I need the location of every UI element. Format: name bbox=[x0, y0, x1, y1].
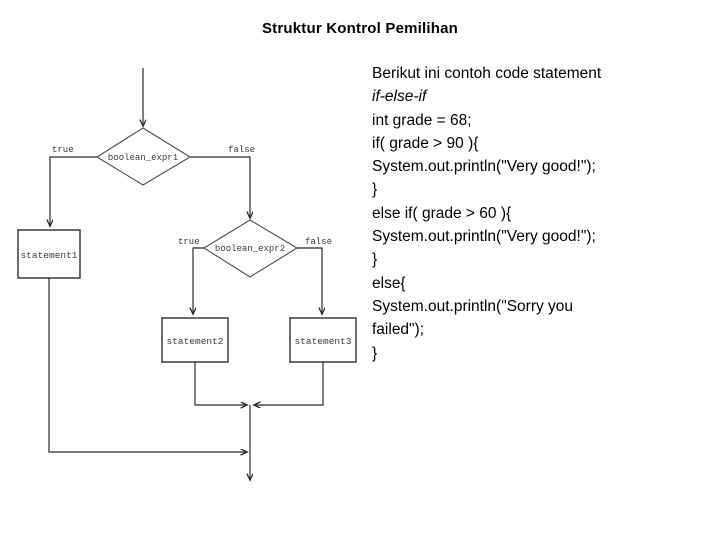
code-text-block: Berikut ini contoh code statement if-els… bbox=[372, 62, 704, 365]
connector-d1-false bbox=[190, 156, 250, 218]
decision1-diamond bbox=[95, 127, 192, 186]
code-line: if( grade > 90 ){ bbox=[372, 134, 479, 152]
page-title: Struktur Kontrol Pemilihan bbox=[261, 20, 459, 37]
connector-process1-out bbox=[48, 278, 247, 452]
code-line: System.out.println("Sorry you bbox=[372, 297, 574, 315]
decision2-label: boolean_expr2 bbox=[215, 244, 285, 254]
code-line: } bbox=[372, 181, 378, 199]
flowchart-diagram: boolean_expr1 true statement1 false bool… bbox=[0, 48, 370, 498]
code-line: System.out.println("Very good!"); bbox=[372, 228, 596, 246]
connector-process2-out bbox=[194, 362, 247, 405]
process3-label: statement3 bbox=[294, 336, 351, 347]
decision1-true-label: true bbox=[52, 145, 74, 155]
code-line: else if( grade > 60 ){ bbox=[372, 204, 512, 222]
process1-box bbox=[17, 229, 81, 279]
decision2-false-label: false bbox=[305, 237, 332, 247]
connector-d2-false bbox=[297, 247, 322, 314]
connector-d2-true bbox=[193, 247, 204, 314]
decision2-diamond bbox=[202, 219, 299, 278]
decision1-label: boolean_expr1 bbox=[108, 153, 178, 163]
code-line: if-else-if bbox=[372, 88, 427, 106]
connector-process3-out bbox=[254, 362, 324, 405]
code-line: failed"); bbox=[372, 321, 425, 339]
connector-d1-true bbox=[50, 156, 97, 226]
code-line: System.out.println("Very good!"); bbox=[372, 158, 596, 176]
code-line: int grade = 68; bbox=[372, 111, 472, 129]
process2-label: statement2 bbox=[166, 336, 223, 347]
code-line: } bbox=[372, 344, 378, 362]
decision2-true-label: true bbox=[178, 237, 200, 247]
code-line: else{ bbox=[372, 274, 406, 292]
code-line: Berikut ini contoh code statement bbox=[372, 65, 602, 82]
process1-label: statement1 bbox=[20, 250, 77, 261]
code-line: } bbox=[372, 251, 378, 269]
process3-box bbox=[289, 317, 357, 363]
decision1-false-label: false bbox=[228, 145, 255, 155]
